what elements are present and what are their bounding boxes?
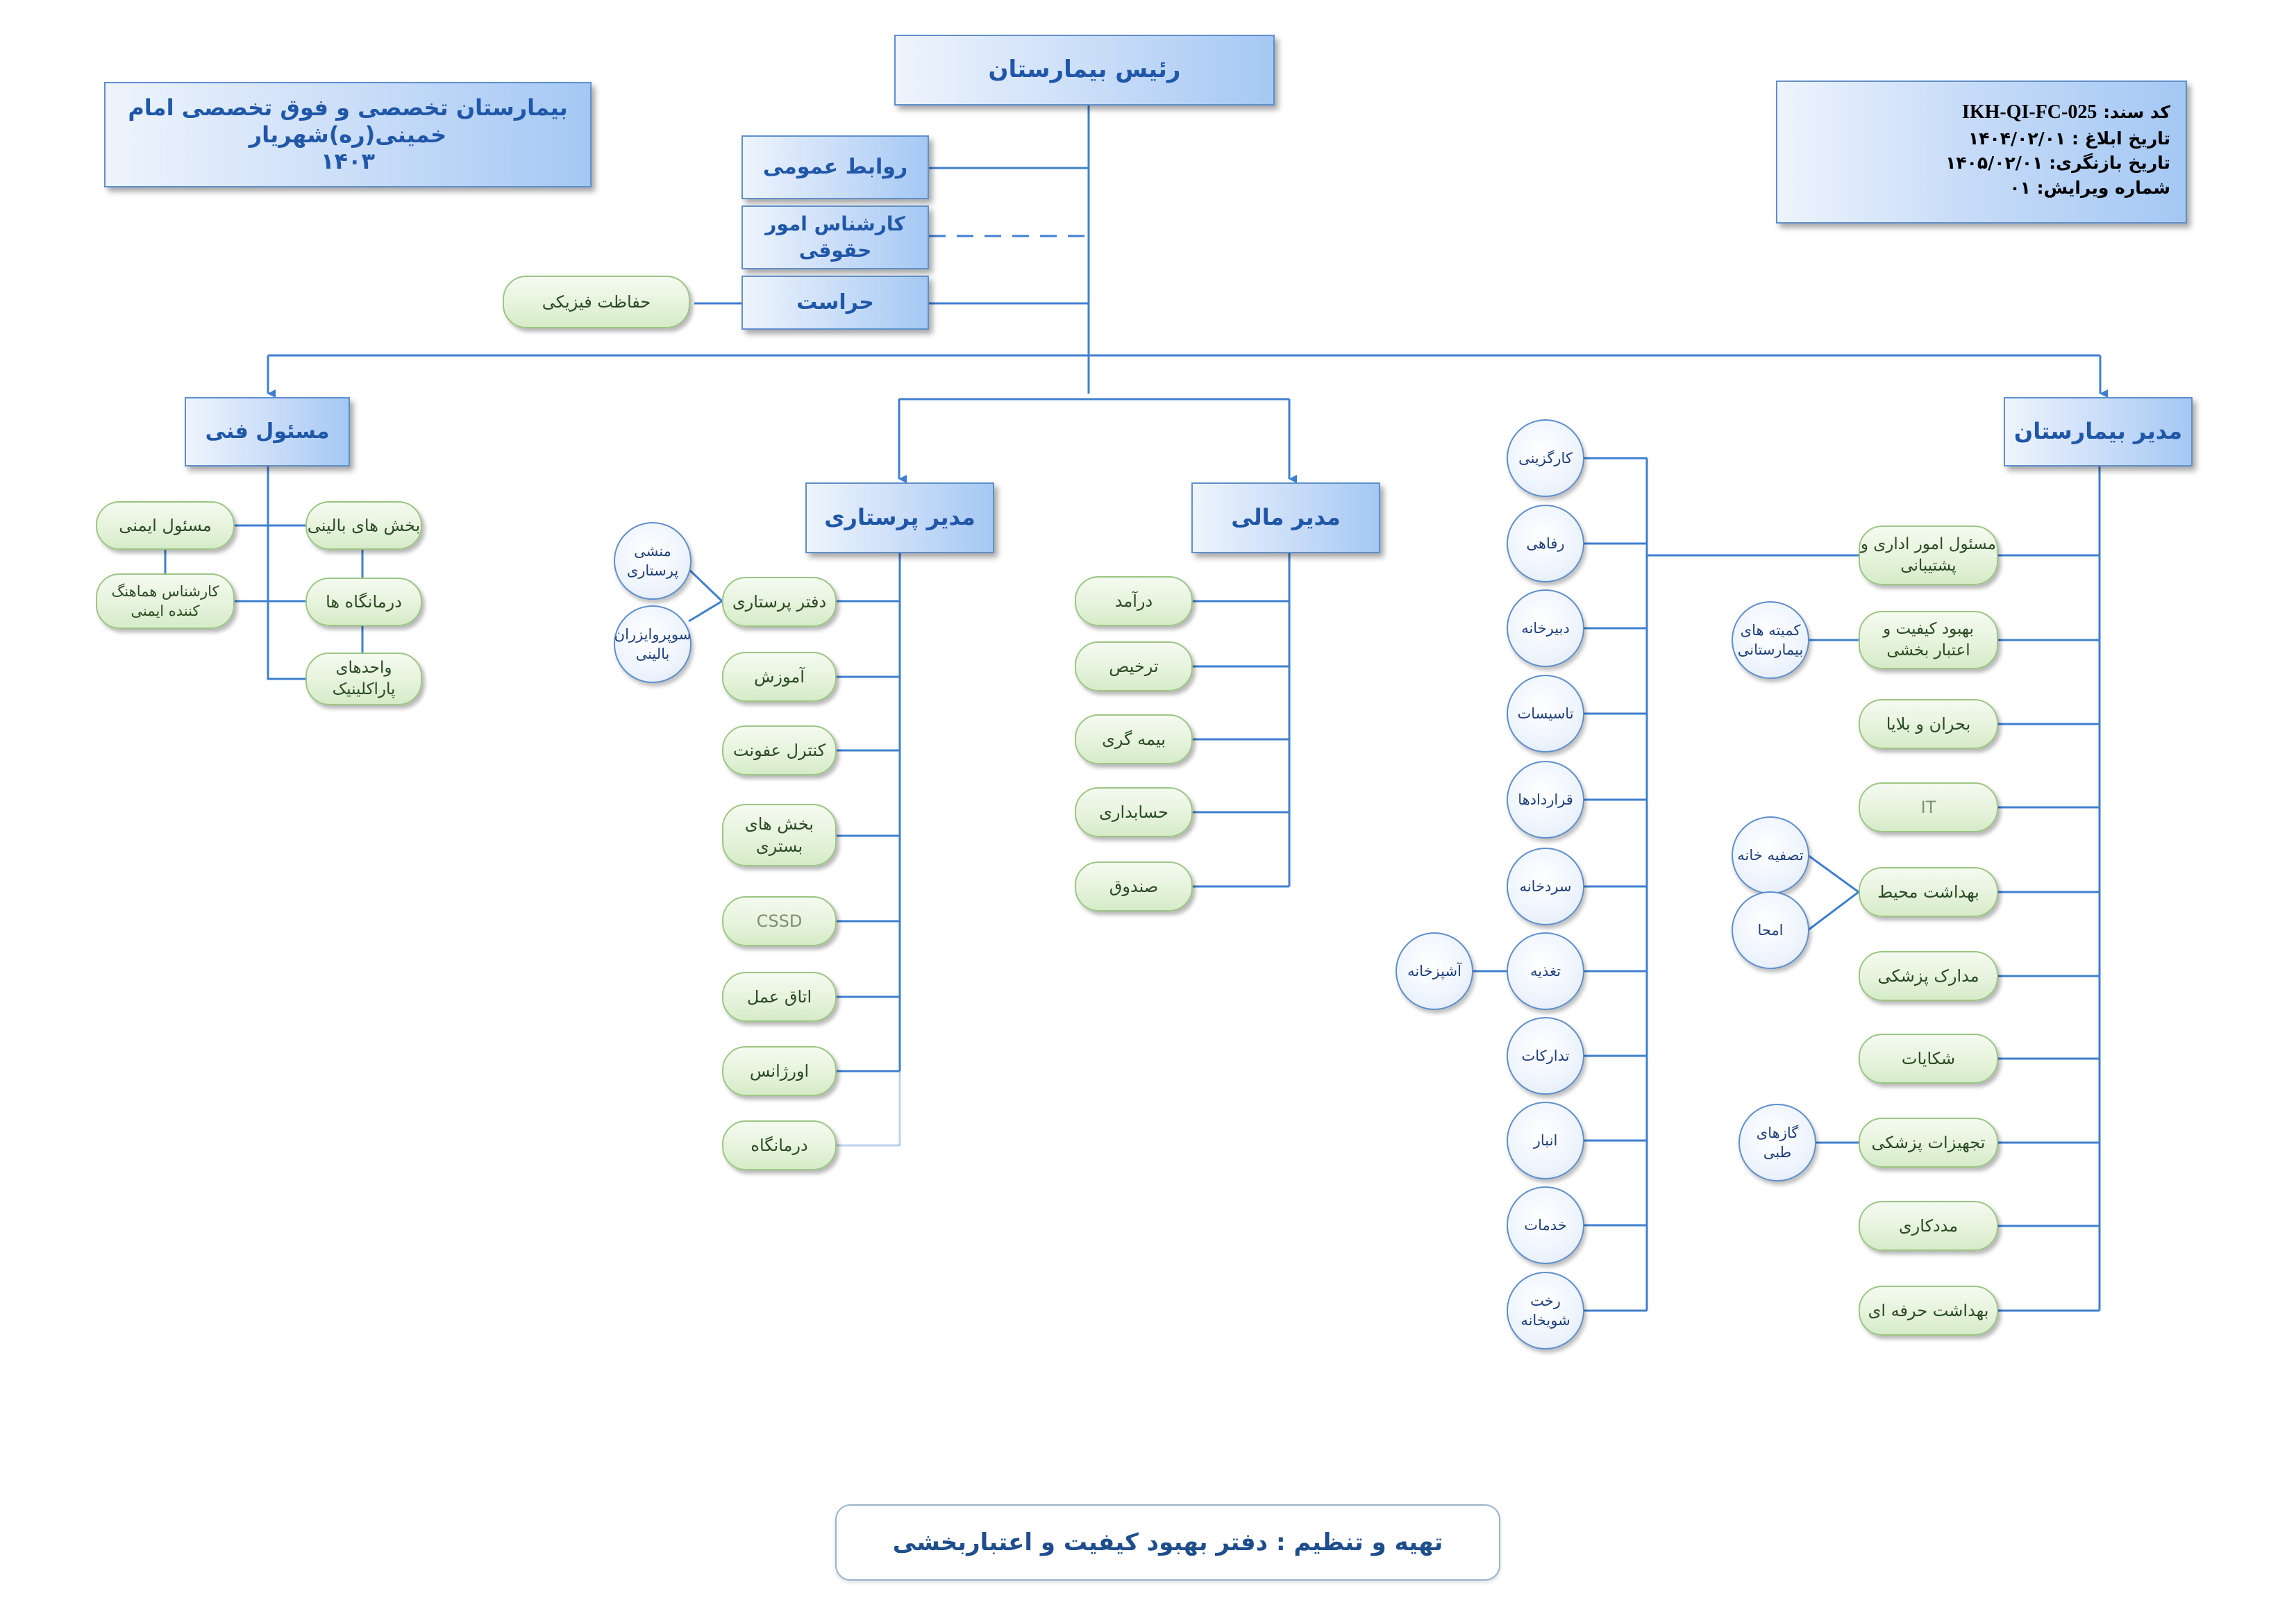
facilities-node[interactable]: تاسیسات — [1507, 675, 1584, 752]
social-work-node[interactable]: مددکاری — [1859, 1201, 1998, 1251]
legal-expert-box[interactable]: کارشناس امور حقوقی — [741, 205, 929, 269]
medical-records-node[interactable]: مدارک پزشکی — [1859, 951, 1998, 1001]
nursing-secretary-node[interactable]: منشی پرستاری — [614, 522, 692, 600]
nursing-office-node[interactable]: دفتر پرستاری — [722, 577, 837, 627]
document-info-box: کد سند: IKH-QI-FC-025 تاریخ ابلاغ : ۱۴۰۴… — [1776, 81, 2187, 224]
contracts-node[interactable]: قراردادها — [1507, 761, 1584, 839]
security-box[interactable]: حراست — [741, 276, 929, 330]
complaints-node[interactable]: شکایات — [1859, 1034, 1998, 1084]
clinical-supervisors-node[interactable]: سوپروایزران بالینی — [614, 605, 692, 683]
physical-protection-node[interactable]: حفاظت فیزیکی — [503, 276, 690, 328]
infection-control-node[interactable]: کنترل عفونت — [722, 725, 837, 775]
doc-code-line: کد سند: IKH-QI-FC-025 — [1777, 99, 2170, 126]
hospital-name-box: بیمارستان تخصصی و فوق تخصصی امام خمینی(ر… — [104, 82, 592, 187]
services-node[interactable]: خدمات — [1507, 1186, 1584, 1264]
cold-storage-node[interactable]: سردخانه — [1507, 848, 1584, 925]
clinical-wards-node[interactable]: بخش های بالینی — [305, 501, 422, 550]
notify-date: تاریخ ابلاغ : ۱۴۰۴/۰۲/۰۱ — [1968, 128, 2170, 149]
emergency-node[interactable]: اورژانس — [722, 1046, 837, 1096]
warehouse-node[interactable]: انبار — [1507, 1102, 1584, 1179]
inpatient-wards-node[interactable]: بخش های بستری — [722, 804, 837, 866]
doc-code: IKH-QI-FC-025 — [1961, 101, 2097, 123]
it-node[interactable]: IT — [1859, 782, 1998, 832]
kitchen-node[interactable]: آشپزخانه — [1396, 932, 1473, 1010]
cashier-node[interactable]: صندوق — [1075, 861, 1193, 911]
procurement-node[interactable]: تدارکات — [1507, 1017, 1584, 1095]
technical-manager-box[interactable]: مسئول فنی — [185, 397, 350, 466]
hospital-head-box[interactable]: رئیس بیمارستان — [894, 35, 1275, 106]
laundry-node[interactable]: رخت شویخانه — [1507, 1272, 1584, 1349]
income-node[interactable]: درآمد — [1075, 576, 1193, 626]
revision-number: شماره ویرایش: ۰۱ — [2009, 177, 2170, 198]
medical-gases-node[interactable]: گازهای طبی — [1738, 1104, 1816, 1181]
waste-disposal-node[interactable]: امحا — [1732, 891, 1809, 969]
doc-code-label: کد سند: — [2103, 102, 2170, 122]
insurance-node[interactable]: بیمه گری — [1075, 714, 1193, 764]
hospital-name: بیمارستان تخصصی و فوق تخصصی امام خمینی(ر… — [128, 94, 568, 148]
treatment-plant-node[interactable]: تصفیه خانه — [1732, 816, 1809, 894]
nutrition-node[interactable]: تغذیه — [1507, 932, 1584, 1010]
hospital-year: ۱۴۰۳ — [320, 148, 376, 175]
safety-officer-node[interactable]: مسئول ایمنی — [96, 501, 235, 550]
quality-improvement-node[interactable]: بهبود کیفیت و اعتبار بخشی — [1859, 611, 1998, 669]
hr-node[interactable]: کارگزینی — [1507, 419, 1584, 497]
clinics-node[interactable]: درمانگاه ها — [305, 578, 422, 626]
cssd-node[interactable]: CSSD — [722, 896, 837, 946]
occupational-health-node[interactable]: بهداشت حرفه ای — [1859, 1286, 1998, 1336]
discharge-node[interactable]: ترخیص — [1075, 641, 1193, 691]
nursing-manager-box[interactable]: مدیر پرستاری — [805, 482, 994, 553]
public-relations-box[interactable]: روابط عمومی — [741, 135, 929, 199]
paraclinic-units-node[interactable]: واحدهای پاراکلینیک — [305, 653, 422, 705]
operating-room-node[interactable]: اتاق عمل — [722, 972, 837, 1022]
accounting-node[interactable]: حسابداری — [1075, 787, 1193, 837]
prepared-by-footer: تهیه و تنظیم : دفتر بهبود کیفیت و اعتبار… — [835, 1504, 1500, 1581]
hospital-committees-node[interactable]: کمیته های بیمارستانی — [1732, 601, 1809, 679]
finance-manager-box[interactable]: مدیر مالی — [1191, 482, 1380, 553]
admin-support-node[interactable]: مسئول امور اداری و پشتیبانی — [1859, 525, 1998, 585]
education-node[interactable]: آموزش — [722, 652, 837, 702]
nursing-clinic-node[interactable]: درمانگاه — [722, 1120, 837, 1170]
medical-equipment-node[interactable]: تجهیزات پزشکی — [1859, 1118, 1998, 1168]
secretariat-node[interactable]: دبیرخانه — [1507, 589, 1584, 667]
hospital-manager-box[interactable]: مدیر بیمارستان — [2004, 397, 2193, 466]
crisis-disaster-node[interactable]: بحران و بلایا — [1859, 699, 1998, 749]
welfare-node[interactable]: رفاهی — [1507, 505, 1584, 582]
review-date: تاریخ بازنگری: ۱۴۰۵/۰۲/۰۱ — [1945, 153, 2170, 174]
safety-coordinator-node[interactable]: کارشناس هماهنگ کننده ایمنی — [96, 573, 235, 629]
environmental-health-node[interactable]: بهداشت محیط — [1859, 867, 1998, 917]
